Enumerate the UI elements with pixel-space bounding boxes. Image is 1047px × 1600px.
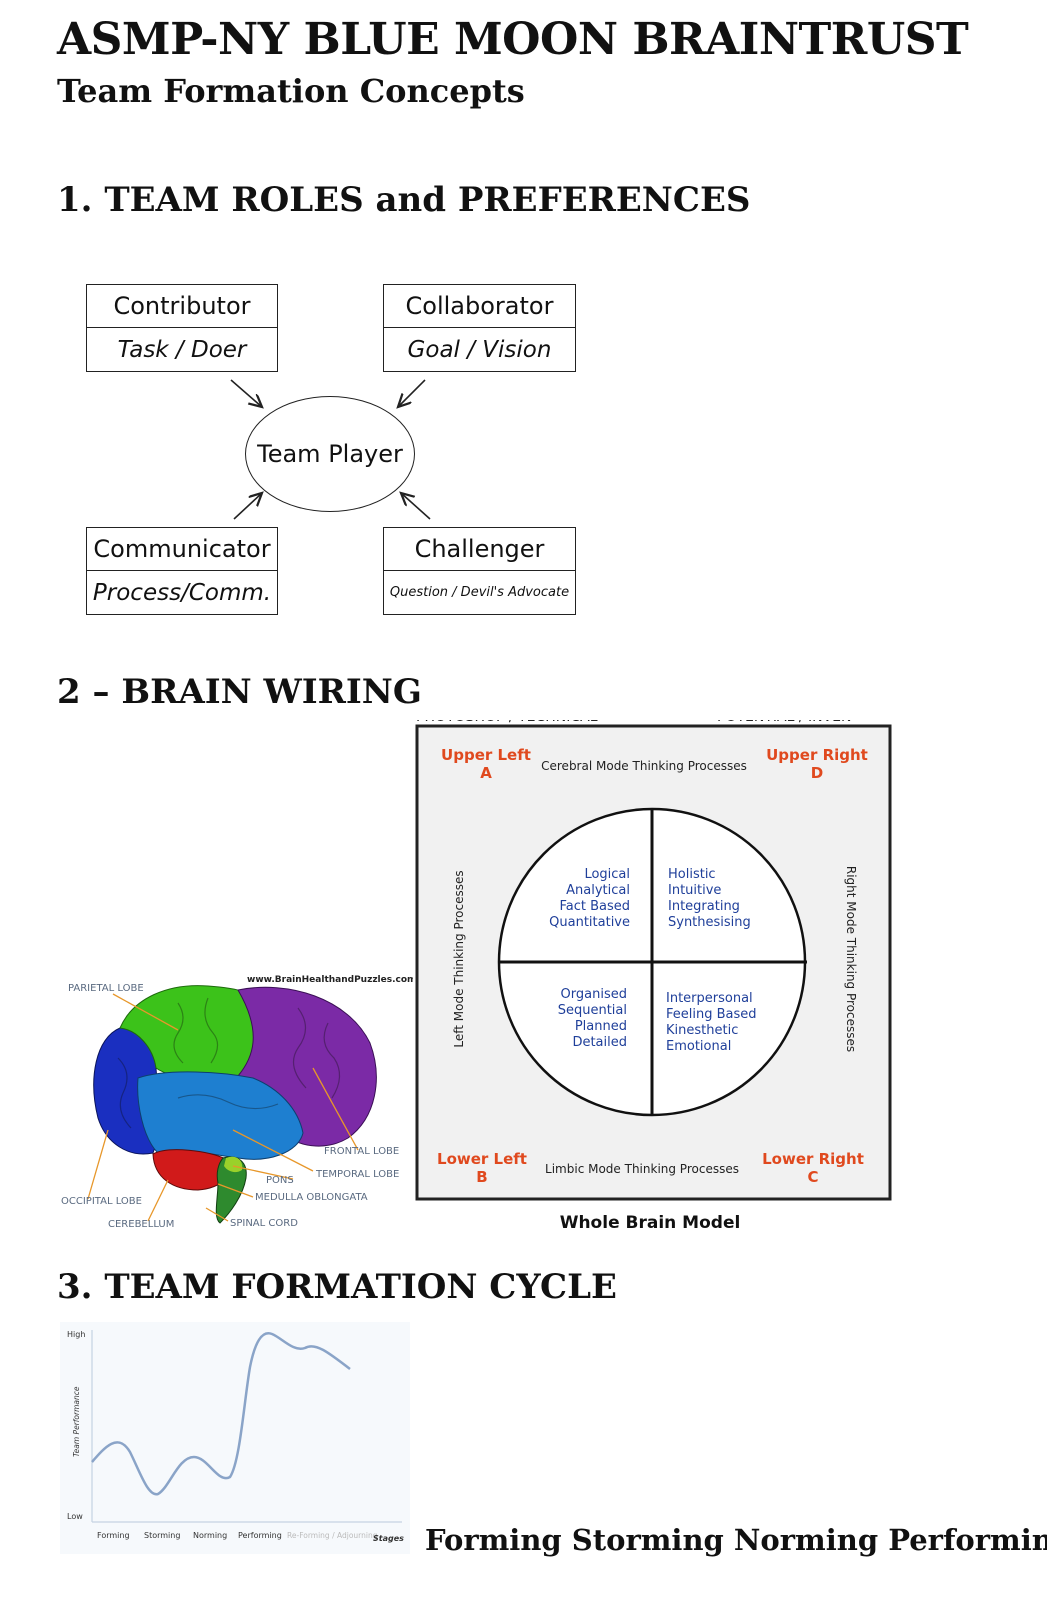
quadrant-ll-item: Sequential — [558, 1003, 627, 1018]
corner-upper-left: Upper Left — [441, 746, 531, 764]
section-heading-team-roles: 1. TEAM ROLES and PREFERENCES — [57, 180, 751, 220]
brainstem — [215, 1156, 247, 1224]
role-title: Contributor — [87, 285, 277, 328]
x-tick: Storming — [144, 1531, 180, 1540]
corner-lower-right: Lower Right — [762, 1150, 864, 1168]
quadrant-ur-item: Holistic — [668, 867, 716, 882]
role-arrows — [230, 379, 431, 520]
quadrant-ll-item: Detailed — [572, 1035, 627, 1050]
role-title: Collaborator — [384, 285, 575, 328]
quadrant-ll-item: Organised — [561, 987, 627, 1002]
arrow-contributor — [230, 379, 262, 407]
page-subtitle: Team Formation Concepts — [57, 72, 525, 110]
section-heading-brain-wiring: 2 – BRAIN WIRING — [57, 672, 422, 712]
corner-lower-right-letter: C — [807, 1168, 818, 1186]
section-heading-team-formation: 3. TEAM FORMATION CYCLE — [57, 1267, 617, 1307]
label-pons: PONS — [266, 1175, 294, 1186]
arrow-collaborator — [398, 379, 426, 407]
whole-brain-caption: Whole Brain Model — [560, 1213, 741, 1233]
label-temporal: TEMPORAL LOBE — [315, 1169, 399, 1180]
whole-brain-model: PHOTOSHOP / TECHNICAL POTENTIAL / INVEN … — [412, 708, 896, 1233]
corner-upper-right: Upper Right — [766, 746, 868, 764]
x-tick: Forming — [97, 1531, 130, 1540]
corner-upper-right-letter: D — [811, 764, 823, 782]
brain-website: www.BrainHealthandPuzzles.com — [247, 975, 413, 985]
quadrant-lr-item: Kinesthetic — [666, 1023, 738, 1038]
bottom-mode-label: Limbic Mode Thinking Processes — [545, 1162, 739, 1176]
role-desc: Question / Devil's Advocate — [389, 585, 570, 600]
role-desc: Goal / Vision — [407, 336, 552, 363]
performance-curve — [91, 1332, 351, 1496]
temporal-lobe — [137, 1071, 304, 1160]
quadrant-ul-item: Fact Based — [559, 899, 630, 914]
quadrant-ul-item: Logical — [584, 867, 630, 882]
top-mode-label: Cerebral Mode Thinking Processes — [541, 759, 747, 773]
quadrant-lr-item: Feeling Based — [666, 1007, 757, 1022]
stages-caption: Forming Storming Norming Performing — [425, 1523, 1047, 1557]
page-title: ASMP-NY BLUE MOON BRAINTRUST — [57, 14, 969, 65]
label-medulla: MEDULLA OBLONGATA — [255, 1192, 368, 1203]
quadrant-lr-item: Emotional — [666, 1039, 731, 1054]
corner-upper-left-letter: A — [480, 764, 492, 782]
brain-illustration: www.BrainHealthandPuzzles.com PARIETAL L… — [61, 975, 413, 1230]
quadrant-ur-item: Synthesising — [668, 915, 751, 930]
role-title: Communicator — [87, 528, 277, 571]
label-parietal: PARIETAL LOBE — [68, 983, 144, 994]
role-title: Challenger — [384, 528, 575, 571]
role-box-collaborator: Collaborator Goal / Vision — [383, 284, 576, 372]
team-player-label: Team Player — [257, 440, 403, 468]
formation-chart: High Low Team Performance Forming Stormi… — [60, 1322, 410, 1554]
quadrant-ul-item: Quantitative — [549, 915, 630, 930]
role-desc: Process/Comm. — [92, 579, 272, 606]
role-box-challenger: Challenger Question / Devil's Advocate — [383, 527, 576, 615]
left-mode-label: Left Mode Thinking Processes — [452, 870, 466, 1047]
role-box-communicator: Communicator Process/Comm. — [86, 527, 278, 615]
x-tick: Performing — [238, 1531, 282, 1540]
corner-lower-left-letter: B — [476, 1168, 487, 1186]
label-spinal: SPINAL CORD — [230, 1218, 298, 1229]
quadrant-lr-item: Interpersonal — [666, 991, 753, 1006]
role-desc: Task / Doer — [117, 336, 247, 363]
quadrant-ur-item: Integrating — [668, 899, 740, 914]
y-axis-label: Team Performance — [72, 1386, 81, 1457]
role-box-contributor: Contributor Task / Doer — [86, 284, 278, 372]
label-cerebellum: CEREBELLUM — [108, 1219, 174, 1230]
label-frontal: FRONTAL LOBE — [324, 1146, 399, 1157]
team-player-ellipse: Team Player — [245, 396, 415, 512]
x-tick: Re-Forming / Adjourning — [287, 1531, 378, 1540]
right-mode-label: Right Mode Thinking Processes — [844, 866, 858, 1052]
quadrant-ul-item: Analytical — [566, 883, 630, 898]
y-low-label: Low — [67, 1512, 83, 1521]
quadrant-ur-item: Intuitive — [668, 883, 721, 898]
x-axis-label: Stages — [373, 1534, 404, 1543]
quadrant-ll-item: Planned — [575, 1019, 627, 1034]
y-high-label: High — [67, 1330, 85, 1339]
x-tick-labels: Forming Storming Norming Performing Re-F… — [97, 1531, 378, 1540]
arrow-communicator — [233, 493, 262, 520]
corner-lower-left: Lower Left — [437, 1150, 527, 1168]
label-occipital: OCCIPITAL LOBE — [61, 1196, 142, 1207]
x-tick: Norming — [193, 1531, 227, 1540]
pons — [224, 1156, 243, 1173]
arrow-challenger — [401, 493, 431, 520]
